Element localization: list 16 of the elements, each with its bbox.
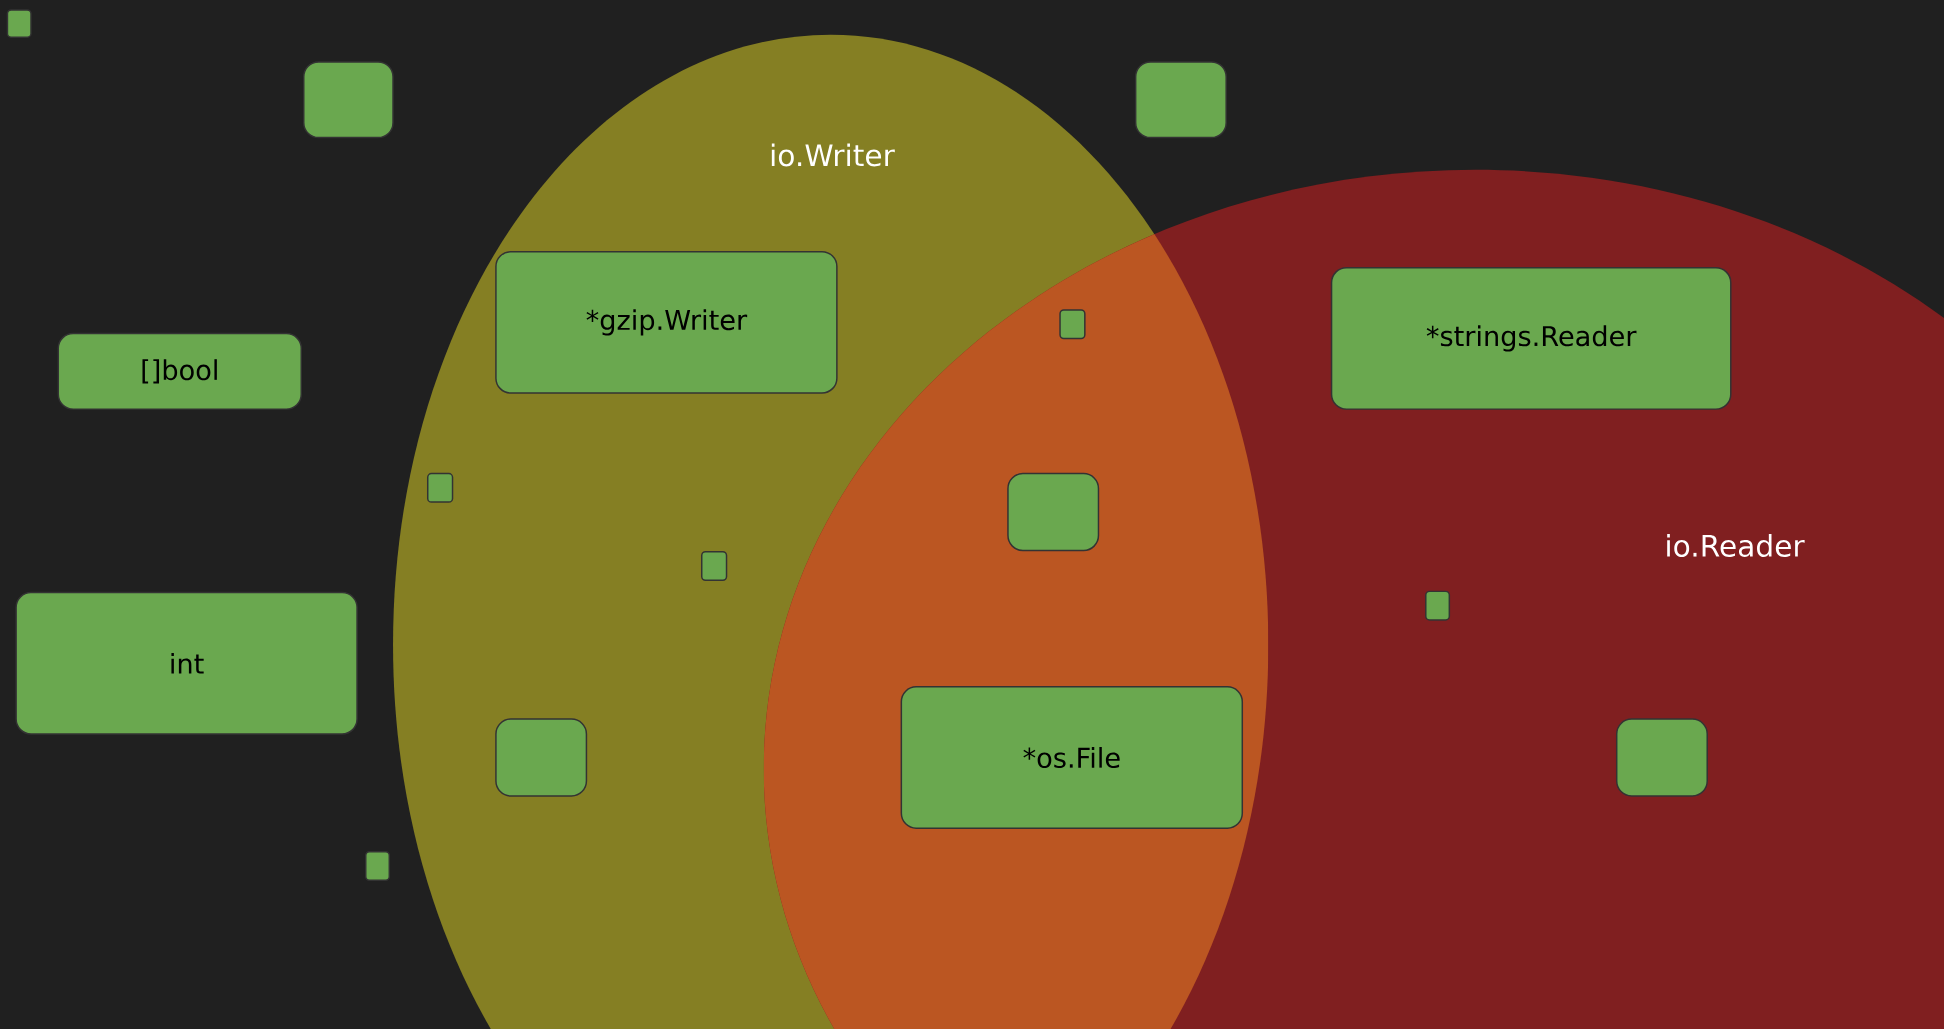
empty-box (701, 550, 728, 581)
type-box: *strings.Reader (1330, 267, 1732, 410)
empty-box (1615, 718, 1708, 797)
empty-box (365, 850, 391, 881)
empty-box (6, 9, 32, 38)
empty-box (1425, 590, 1451, 621)
type-box: int (15, 591, 358, 735)
empty-box (1059, 309, 1086, 340)
empty-box (427, 472, 454, 503)
type-box: []bool (57, 332, 302, 410)
type-box: *os.File (900, 686, 1244, 829)
empty-box (303, 61, 394, 139)
type-box: *gzip.Writer (495, 250, 838, 394)
empty-box (495, 718, 588, 797)
empty-box (1134, 61, 1227, 139)
empty-box (1007, 472, 1100, 552)
